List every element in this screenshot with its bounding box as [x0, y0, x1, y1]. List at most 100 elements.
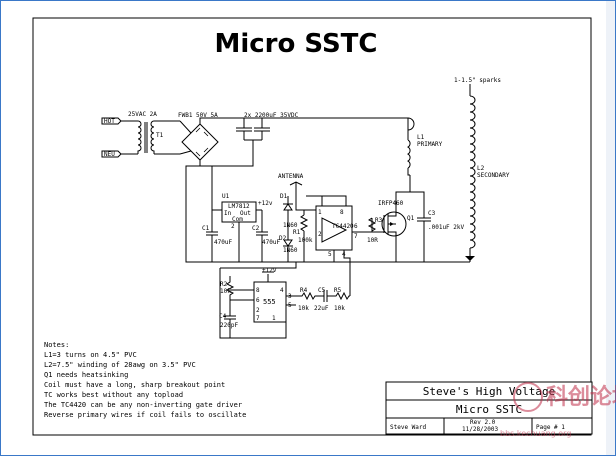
- svg-text:IRFP460: IRFP460: [378, 200, 404, 207]
- plus12-label-a: +12v: [258, 200, 273, 207]
- svg-text:Q1: Q1: [407, 215, 415, 222]
- notes-block: Notes: L1=3 turns on 4.5" PVC L2=7.5" wi…: [44, 341, 246, 419]
- svg-text:7: 7: [354, 233, 358, 240]
- svg-text:1: 1: [318, 209, 322, 216]
- capacitor-c5: C5 22uF: [314, 287, 334, 312]
- notes-line: The TC4420 can be any non-inverting gate…: [44, 401, 242, 409]
- resistor-r1: R1 100k: [293, 214, 313, 244]
- svg-text:Com: Com: [232, 216, 243, 223]
- mosfet-q1: IRFP460 Q1: [378, 175, 415, 262]
- resistor-r3: R3 10R: [367, 217, 384, 244]
- svg-text:4: 4: [280, 287, 284, 294]
- svg-text:.001uF 2kV: .001uF 2kV: [428, 224, 465, 231]
- gate-driver-tc4420: TC4420 1 8 2 6 7 5 4: [306, 195, 372, 296]
- notes-line: L2=7.5" winding of 28awg on 3.5" PVC: [44, 361, 196, 369]
- positive-rail: [199, 117, 409, 140]
- svg-text:D2: D2: [279, 235, 287, 242]
- notes-line: Q1 needs heatsinking: [44, 371, 128, 379]
- svg-text:R3: R3: [375, 217, 383, 224]
- resistor-r2: R2 10k: [220, 276, 235, 300]
- capacitor-c4: C4 220pF: [219, 300, 238, 338]
- svg-text:C4: C4: [219, 313, 227, 320]
- watermark: 科创论坛 bbs.kechuang.org: [500, 382, 616, 438]
- svg-text:In: In: [224, 210, 232, 217]
- svg-text:100k: 100k: [298, 237, 313, 244]
- svg-text:10k: 10k: [298, 305, 309, 312]
- company-name: Steve's High Voltage: [423, 385, 555, 398]
- capacitor-c3: C3 .001uF 2kV: [410, 191, 465, 262]
- svg-text:PRIMARY: PRIMARY: [417, 141, 443, 148]
- svg-text:1: 1: [272, 315, 276, 322]
- notes-line: TC works best without any topload: [44, 391, 183, 399]
- svg-text:C5: C5: [318, 287, 326, 294]
- svg-text:科创论坛: 科创论坛: [546, 384, 616, 410]
- notes-line: Coil must have a long, sharp breakout po…: [44, 381, 225, 389]
- scrollbar-track[interactable]: [606, 1, 615, 455]
- notes-line: Notes:: [44, 341, 69, 349]
- neutral-input: NEU: [101, 150, 122, 158]
- svg-text:R1: R1: [293, 229, 301, 236]
- date: 11/28/2003: [462, 426, 499, 433]
- svg-text:TC4420: TC4420: [332, 223, 354, 230]
- drawing-border: [32, 17, 592, 436]
- svg-text:L2: L2: [477, 165, 485, 172]
- timer-555: 555 8 6 2 7 1 4 3 5 +12v: [219, 262, 298, 339]
- svg-text:7: 7: [256, 315, 260, 322]
- notes-line: Reverse primary wires if coil fails to o…: [44, 411, 246, 419]
- title-block: Steve's High Voltage Micro SSTC Rev 2.0 …: [385, 381, 593, 435]
- svg-text:6: 6: [354, 223, 358, 230]
- svg-text:2: 2: [256, 307, 260, 314]
- svg-text:Out: Out: [240, 210, 251, 217]
- svg-text:HOT: HOT: [104, 118, 115, 125]
- svg-text:R2: R2: [220, 281, 228, 288]
- svg-text:8: 8: [256, 287, 260, 294]
- svg-text:C3: C3: [428, 210, 436, 217]
- svg-text:L1: L1: [417, 134, 425, 141]
- transformer-t1: T1: [121, 120, 164, 155]
- svg-text:470uF: 470uF: [214, 239, 232, 246]
- regulator-u1: U1 LM7812 In Out Com 2: [211, 166, 262, 262]
- svg-text:10R: 10R: [367, 237, 378, 244]
- svg-text:10k: 10k: [220, 288, 231, 295]
- svg-text:R5: R5: [334, 287, 342, 294]
- svg-text:1-1.5" sparks: 1-1.5" sparks: [454, 77, 501, 84]
- svg-text:10k: 10k: [334, 305, 345, 312]
- secondary-coil-l2: L2 SECONDARY 1-1.5" sparks: [454, 77, 510, 262]
- svg-text:555: 555: [263, 298, 276, 306]
- ground-symbol-icon: [465, 256, 475, 261]
- svg-text:+12v: +12v: [262, 267, 277, 274]
- svg-text:NEU: NEU: [104, 151, 115, 158]
- svg-text:1N60: 1N60: [283, 222, 298, 229]
- capacitor-c2: C2 470uF: [252, 210, 280, 262]
- page-number: Page # 1: [536, 424, 565, 431]
- svg-text:SECONDARY: SECONDARY: [477, 172, 510, 179]
- svg-text:R4: R4: [300, 287, 308, 294]
- svg-text:22uF: 22uF: [314, 305, 329, 312]
- svg-text:2x 2200uF 35VDC: 2x 2200uF 35VDC: [244, 112, 299, 119]
- capacitor-c1: C1 470uF: [202, 210, 232, 262]
- watermark-logo-icon: [513, 382, 543, 412]
- svg-text:2: 2: [318, 231, 322, 238]
- project-name: Micro SSTC: [456, 403, 522, 416]
- svg-text:C1: C1: [202, 225, 210, 232]
- author: Steve Ward: [390, 424, 427, 431]
- resistor-r4: R4 10k: [298, 287, 318, 312]
- svg-text:8: 8: [340, 209, 344, 216]
- notes-line: L1=3 turns on 4.5" PVC: [44, 351, 137, 359]
- svg-text:1N60: 1N60: [283, 247, 298, 254]
- antenna: ANTENNA: [278, 173, 304, 193]
- svg-text:D1: D1: [280, 193, 288, 200]
- resistor-r5: R5 10k: [334, 287, 350, 312]
- svg-text:T1: T1: [156, 132, 164, 139]
- svg-text:470uF: 470uF: [262, 239, 280, 246]
- svg-text:U1: U1: [222, 193, 230, 200]
- svg-text:6: 6: [256, 297, 260, 304]
- svg-text:C2: C2: [252, 225, 260, 232]
- supply-label: 25VAC 2A: [128, 111, 157, 118]
- svg-text:5: 5: [328, 251, 332, 258]
- svg-text:FWB1 50V 5A: FWB1 50V 5A: [178, 112, 218, 119]
- revision: Rev 2.0: [470, 419, 496, 426]
- schematic-title: Micro SSTC: [214, 29, 377, 59]
